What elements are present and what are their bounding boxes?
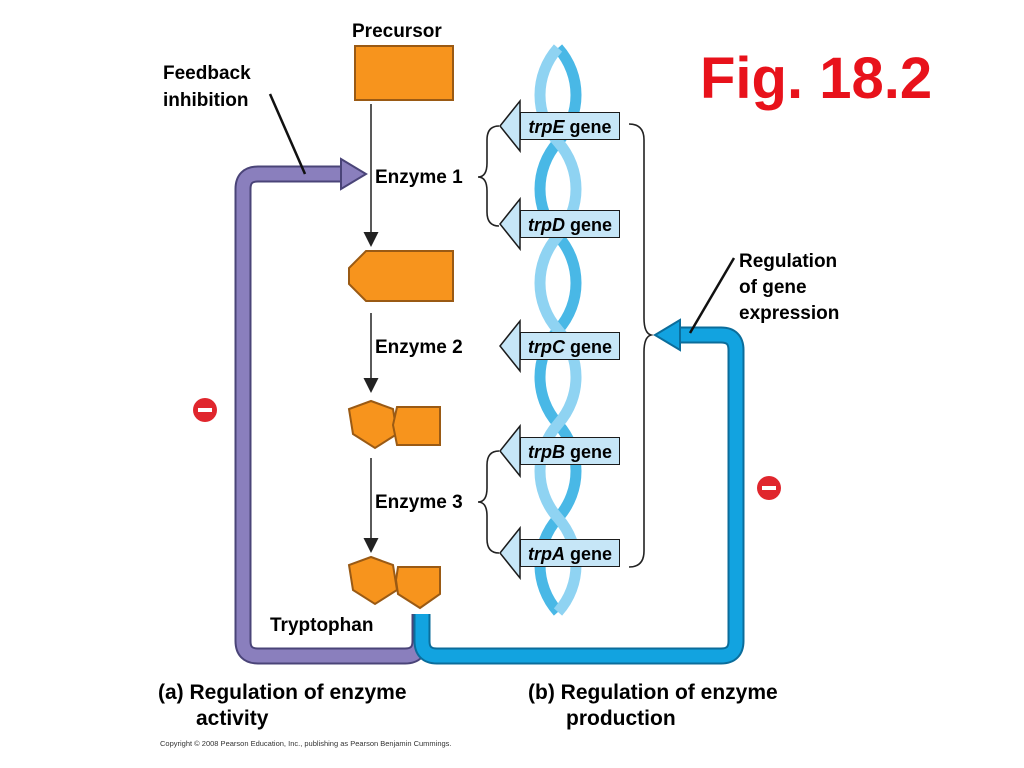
gene-name: trpA bbox=[527, 544, 565, 564]
enzyme1-label: Enzyme 1 bbox=[375, 167, 463, 188]
gene-name: trpC bbox=[527, 337, 565, 357]
regulation-label-line1: Regulation bbox=[739, 251, 838, 272]
regulation-arrow bbox=[413, 318, 745, 665]
tryptophan-molecule bbox=[347, 555, 441, 610]
figure-number-label: Fig. 18.2 bbox=[700, 46, 933, 111]
gene-box-trpA: trpA gene bbox=[520, 539, 620, 567]
feedback-label-line2: inhibition bbox=[163, 90, 249, 111]
gene-arrow-shapes bbox=[499, 98, 521, 581]
precursor-label: Precursor bbox=[352, 21, 442, 42]
enzyme2-label: Enzyme 2 bbox=[375, 337, 463, 358]
gene-name: trpD bbox=[527, 215, 565, 235]
brace-enzyme3 bbox=[477, 450, 500, 554]
gene-name: trpE bbox=[528, 117, 565, 137]
caption-a-line2: activity bbox=[196, 707, 269, 730]
caption-b-line2: production bbox=[566, 707, 676, 730]
inhibit-badge-left bbox=[193, 398, 217, 422]
gene-box-trpC: trpC gene bbox=[520, 332, 620, 360]
gene-name: trpB bbox=[527, 442, 565, 462]
regulation-pointer-line bbox=[688, 257, 736, 334]
intermediate-molecule-2 bbox=[347, 399, 441, 450]
gene-suffix: gene bbox=[564, 337, 612, 357]
gene-suffix: gene bbox=[564, 442, 612, 462]
gene-box-trpE: trpE gene bbox=[520, 112, 620, 140]
gene-box-trpB: trpB gene bbox=[520, 437, 620, 465]
intermediate-molecule-1 bbox=[348, 250, 454, 302]
precursor-molecule bbox=[354, 45, 454, 101]
feedback-pointer-line bbox=[268, 93, 307, 175]
gene-braces bbox=[477, 123, 654, 568]
brace-genes bbox=[628, 123, 654, 568]
inhibit-badge-right bbox=[757, 476, 781, 500]
dna-helix bbox=[534, 44, 582, 616]
copyright-notice: Copyright © 2008 Pearson Education, Inc.… bbox=[160, 739, 452, 748]
gene-suffix: gene bbox=[564, 117, 612, 137]
tryptophan-label: Tryptophan bbox=[270, 615, 374, 636]
feedback-label-line1: Feedback bbox=[163, 63, 251, 84]
regulation-label-line2: of gene bbox=[739, 277, 807, 298]
enzyme3-label: Enzyme 3 bbox=[375, 492, 463, 513]
gene-box-trpD: trpD gene bbox=[520, 210, 620, 238]
gene-suffix: gene bbox=[564, 215, 612, 235]
regulation-label-line3: expression bbox=[739, 303, 840, 324]
brace-enzyme1 bbox=[477, 125, 500, 227]
gene-suffix: gene bbox=[564, 544, 612, 564]
caption-b-line1: (b) Regulation of enzyme bbox=[528, 681, 778, 704]
caption-a-line1: (a) Regulation of enzyme bbox=[158, 681, 407, 704]
